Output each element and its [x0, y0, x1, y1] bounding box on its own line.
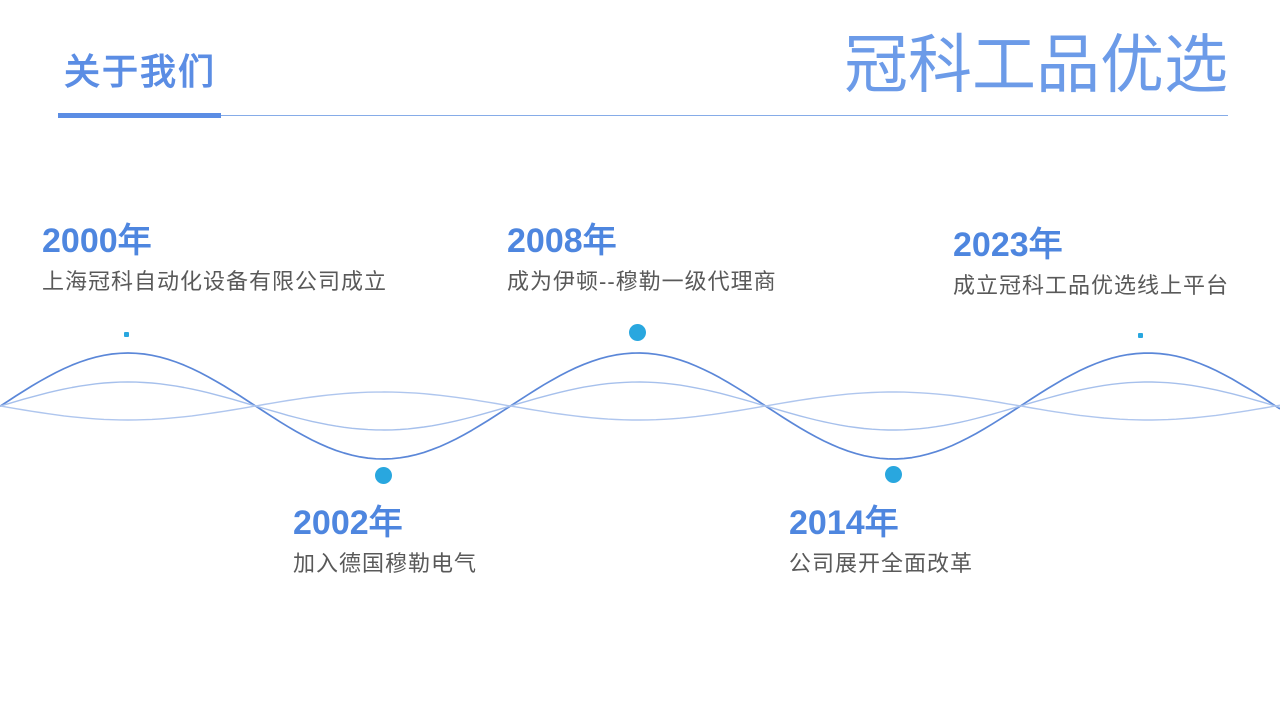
timeline-item-2014: 2014年 公司展开全面改革	[789, 504, 973, 577]
timeline-year: 2014年	[789, 504, 899, 542]
timeline-item-2008: 2008年 成为伊顿--穆勒一级代理商	[507, 222, 777, 295]
timeline-description: 成立冠科工品优选线上平台	[953, 273, 1230, 299]
timeline-year: 2000年	[42, 222, 152, 260]
timeline-dot-2000	[124, 332, 129, 337]
timeline-item-2002: 2002年 加入德国穆勒电气	[293, 504, 477, 577]
timeline-dot-2002	[375, 467, 392, 484]
timeline-year: 2023年	[953, 226, 1063, 264]
timeline-dot-2008	[629, 324, 646, 341]
timeline-description: 公司展开全面改革	[789, 551, 974, 577]
timeline-dot-2023	[1138, 333, 1143, 338]
header-divider-line	[58, 115, 1228, 116]
timeline-year: 2008年	[507, 222, 617, 260]
timeline-description: 上海冠科自动化设备有限公司成立	[42, 269, 388, 295]
timeline-dot-2014	[885, 466, 902, 483]
timeline-description: 加入德国穆勒电气	[293, 551, 478, 577]
timeline-year: 2002年	[293, 504, 403, 542]
timeline-description: 成为伊顿--穆勒一级代理商	[507, 269, 777, 295]
brand-title: 冠科工品优选	[844, 29, 1228, 101]
section-title: 关于我们	[64, 51, 217, 92]
timeline-item-2000: 2000年 上海冠科自动化设备有限公司成立	[42, 222, 387, 295]
timeline-item-2023: 2023年 成立冠科工品优选线上平台	[953, 226, 1229, 299]
header-accent-bar	[58, 113, 221, 118]
